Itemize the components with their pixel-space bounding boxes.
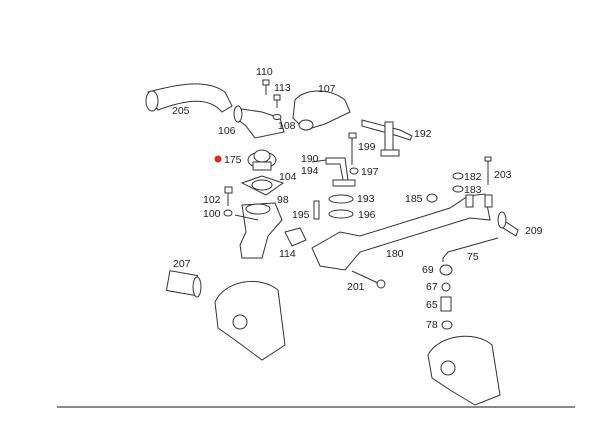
label-205[interactable]: 205	[172, 105, 190, 117]
leader-100	[234, 214, 259, 221]
gasket-104[interactable]	[240, 175, 285, 196]
label-106[interactable]: 106	[218, 125, 236, 137]
label-197[interactable]: 197	[361, 166, 379, 178]
bolt-199[interactable]	[348, 132, 357, 165]
label-175[interactable]: 175	[224, 154, 242, 166]
hose-205[interactable]	[145, 83, 233, 113]
gasket-193[interactable]	[328, 194, 354, 204]
washer-100[interactable]	[223, 209, 233, 217]
gasket-196[interactable]	[328, 209, 354, 219]
plug-185[interactable]	[426, 193, 438, 203]
label-192[interactable]: 192	[414, 128, 432, 140]
label-114[interactable]: 114	[279, 248, 296, 260]
label-104[interactable]: 104	[279, 171, 297, 183]
label-194[interactable]: 194	[301, 165, 319, 177]
leader-190	[311, 159, 327, 163]
washer-108[interactable]	[272, 114, 282, 120]
bolt-110[interactable]	[262, 79, 270, 95]
housing-106[interactable]	[233, 105, 285, 139]
pipe-190[interactable]	[325, 157, 356, 187]
label-69[interactable]: 69	[422, 264, 434, 276]
label-67[interactable]: 67	[426, 281, 438, 293]
bolt-201[interactable]	[351, 270, 386, 289]
housing-98[interactable]	[239, 202, 283, 259]
label-207[interactable]: 207	[173, 258, 191, 270]
label-65[interactable]: 65	[426, 299, 438, 311]
cover-107[interactable]	[292, 90, 351, 131]
label-195[interactable]: 195	[292, 209, 310, 221]
label-209[interactable]: 209	[525, 225, 543, 237]
pipe-192[interactable]	[361, 119, 413, 157]
label-102[interactable]: 102	[203, 194, 221, 206]
pipe-209[interactable]	[497, 211, 519, 237]
washer-197[interactable]	[349, 167, 359, 175]
nut-69[interactable]	[439, 264, 453, 276]
label-108[interactable]: 108	[278, 120, 296, 132]
label-98[interactable]: 98	[277, 194, 289, 206]
label-201[interactable]: 201	[347, 281, 365, 293]
bolt-113[interactable]	[273, 94, 281, 108]
bolt-203[interactable]	[484, 156, 492, 185]
label-190[interactable]: 190	[301, 153, 319, 165]
label-113[interactable]: 113	[274, 82, 291, 94]
label-199[interactable]: 199	[358, 141, 376, 153]
label-100[interactable]: 100	[203, 208, 221, 220]
highlight-marker-175	[214, 155, 222, 163]
label-196[interactable]: 196	[358, 209, 376, 221]
part-67[interactable]	[441, 282, 451, 292]
label-185[interactable]: 185	[405, 193, 423, 205]
sleeve-207[interactable]	[165, 270, 202, 298]
label-110[interactable]: 110	[256, 66, 273, 78]
bolt-102[interactable]	[224, 186, 233, 206]
label-75[interactable]: 75	[467, 251, 479, 263]
gasket-114[interactable]	[284, 227, 307, 247]
pump-left[interactable]	[214, 280, 286, 361]
label-180[interactable]: 180	[386, 248, 404, 260]
label-193[interactable]: 193	[357, 193, 375, 205]
washer-183[interactable]	[452, 185, 464, 193]
label-107[interactable]: 107	[318, 83, 336, 95]
pipe-180[interactable]	[311, 193, 493, 271]
fitting-65[interactable]	[440, 296, 452, 312]
label-203[interactable]: 203	[494, 169, 512, 181]
pump-right[interactable]	[427, 335, 501, 406]
sensor-195[interactable]	[313, 200, 320, 220]
tube-75[interactable]	[442, 237, 499, 262]
label-78[interactable]: 78	[426, 319, 438, 331]
plug-182[interactable]	[452, 172, 464, 180]
washer-78[interactable]	[441, 320, 453, 330]
label-183[interactable]: 183	[464, 184, 482, 196]
thermostat-175[interactable]	[247, 149, 277, 171]
label-182[interactable]: 182	[464, 171, 482, 183]
